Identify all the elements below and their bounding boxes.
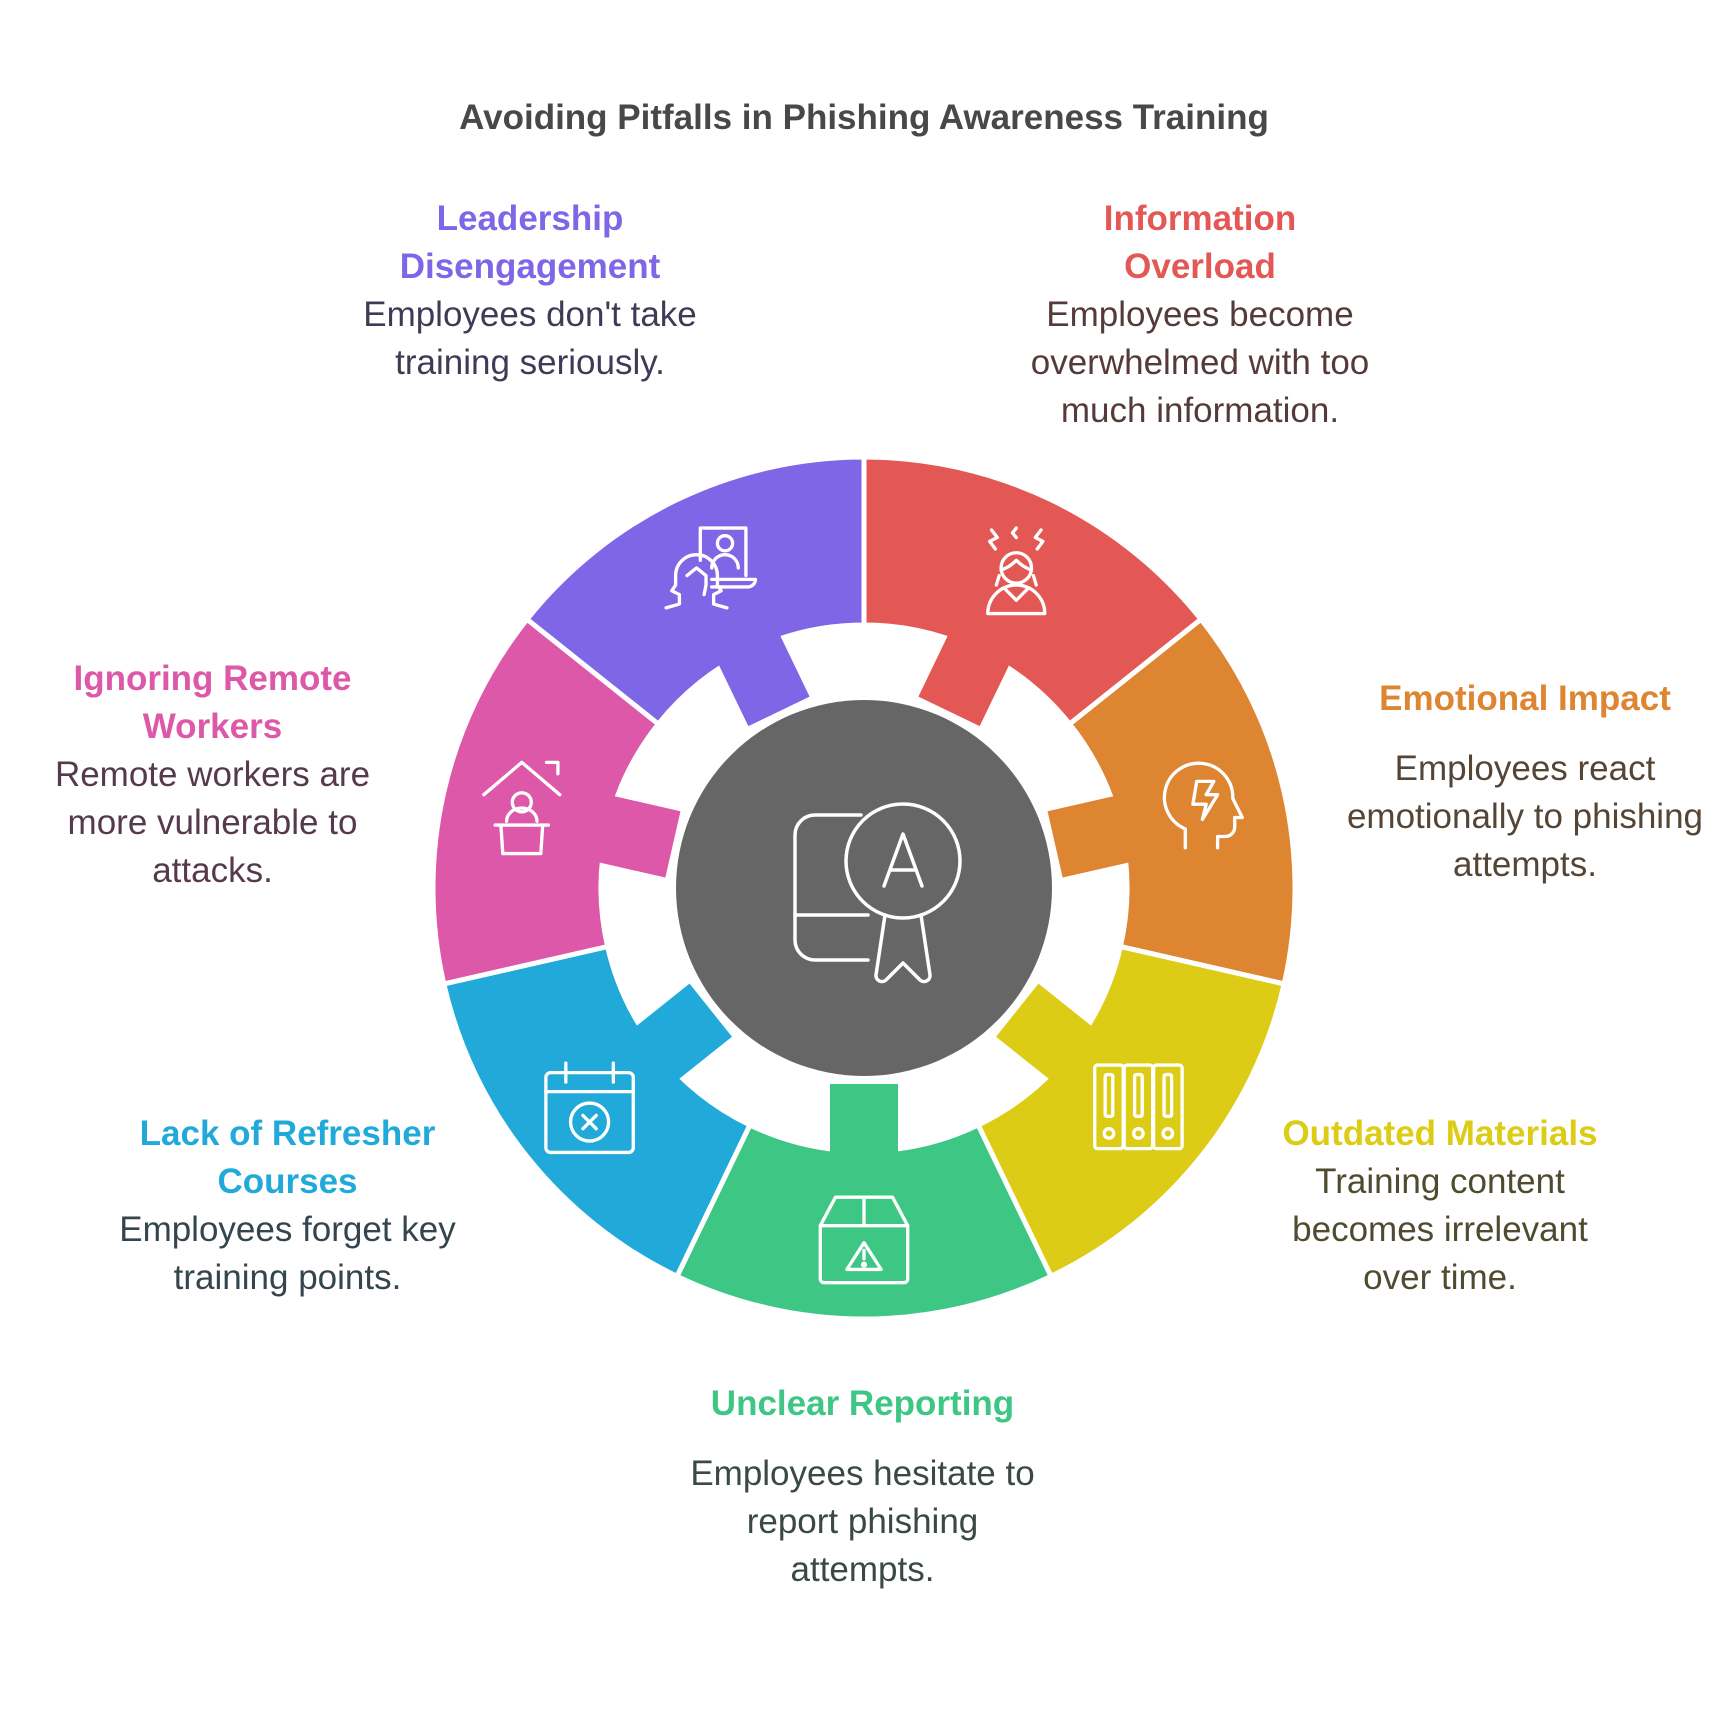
pitfall-heading: Unclear Reporting — [710, 1384, 1015, 1423]
pitfall-description: Employees react emotionally to phishing … — [1346, 749, 1704, 884]
segment-tab-2 — [996, 983, 1094, 1082]
warning-box-icon — [818, 1195, 910, 1285]
pitfall-heading: Information Overload — [1103, 199, 1297, 286]
segment-band-5 — [430, 615, 662, 987]
segment-tab-6 — [717, 632, 810, 727]
segment-band-2 — [974, 943, 1288, 1280]
pitfall-heading: Lack of Refresher Courses — [139, 1114, 436, 1201]
pitfall-description: Training content becomes irrelevant over… — [1292, 1162, 1588, 1297]
segment-tab-0 — [918, 632, 1011, 727]
pitfall-description: Employees become overwhelmed with too mu… — [1030, 295, 1370, 430]
diagram-title: Avoiding Pitfalls in Phishing Awareness … — [459, 98, 1269, 137]
pitfall-description: Remote workers are more vulnerable to at… — [54, 755, 371, 890]
center-hub — [676, 700, 1052, 1076]
pitfall-heading: Ignoring Remote Workers — [73, 659, 352, 746]
stressed-person-icon — [986, 526, 1047, 616]
binders-icon — [1093, 1063, 1184, 1151]
segment-tab-4 — [634, 983, 732, 1082]
certificate-award-icon — [793, 802, 962, 984]
segment-tab-5 — [596, 795, 681, 878]
pitfall-heading: Outdated Materials — [1282, 1114, 1598, 1153]
pitfall-description: Employees forget key training points. — [119, 1210, 456, 1297]
segment-band-4 — [440, 943, 754, 1280]
segment-tab-3 — [830, 1084, 898, 1155]
pitfall-heading: Leadership Disengagement — [399, 199, 661, 286]
pitfall-description: Employees don't take training seriously. — [363, 295, 697, 382]
pitfall-heading: Emotional Impact — [1379, 679, 1671, 718]
home-worker-icon — [482, 760, 562, 856]
pitfall-description: Employees hesitate to report phishing at… — [690, 1454, 1035, 1589]
calendar-cancel-icon — [544, 1061, 635, 1155]
segment-band-1 — [1066, 615, 1298, 987]
head-lightning-icon — [1162, 761, 1244, 850]
video-call-icon — [664, 526, 758, 610]
segment-band-6 — [523, 454, 867, 728]
segment-tab-1 — [1047, 795, 1132, 878]
